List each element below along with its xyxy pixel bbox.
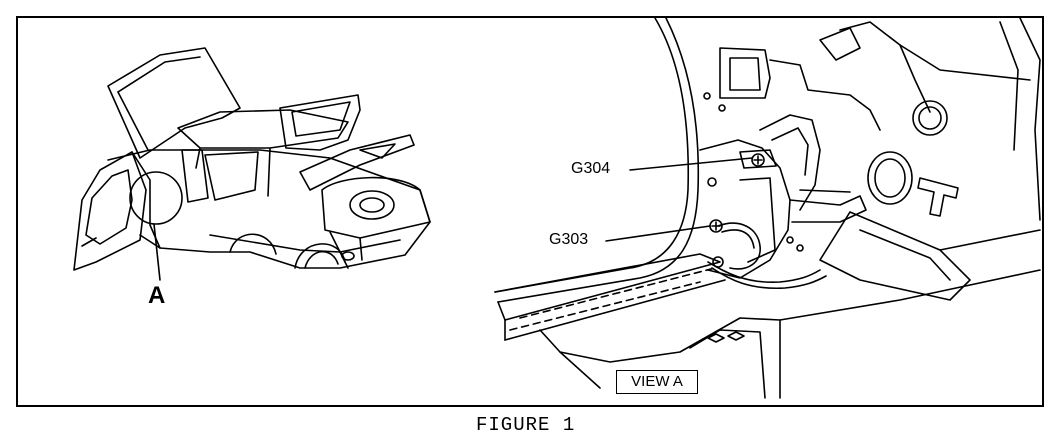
view-a-label: VIEW A — [616, 370, 698, 394]
figure-frame — [16, 16, 1044, 407]
figure-caption: FIGURE 1 — [476, 414, 576, 436]
label-g303: G303 — [549, 231, 589, 248]
label-g304: G304 — [571, 160, 611, 177]
callout-label-a: A — [148, 282, 166, 309]
view-a-detail — [494, 17, 1041, 399]
car-body-illustration — [73, 47, 431, 281]
